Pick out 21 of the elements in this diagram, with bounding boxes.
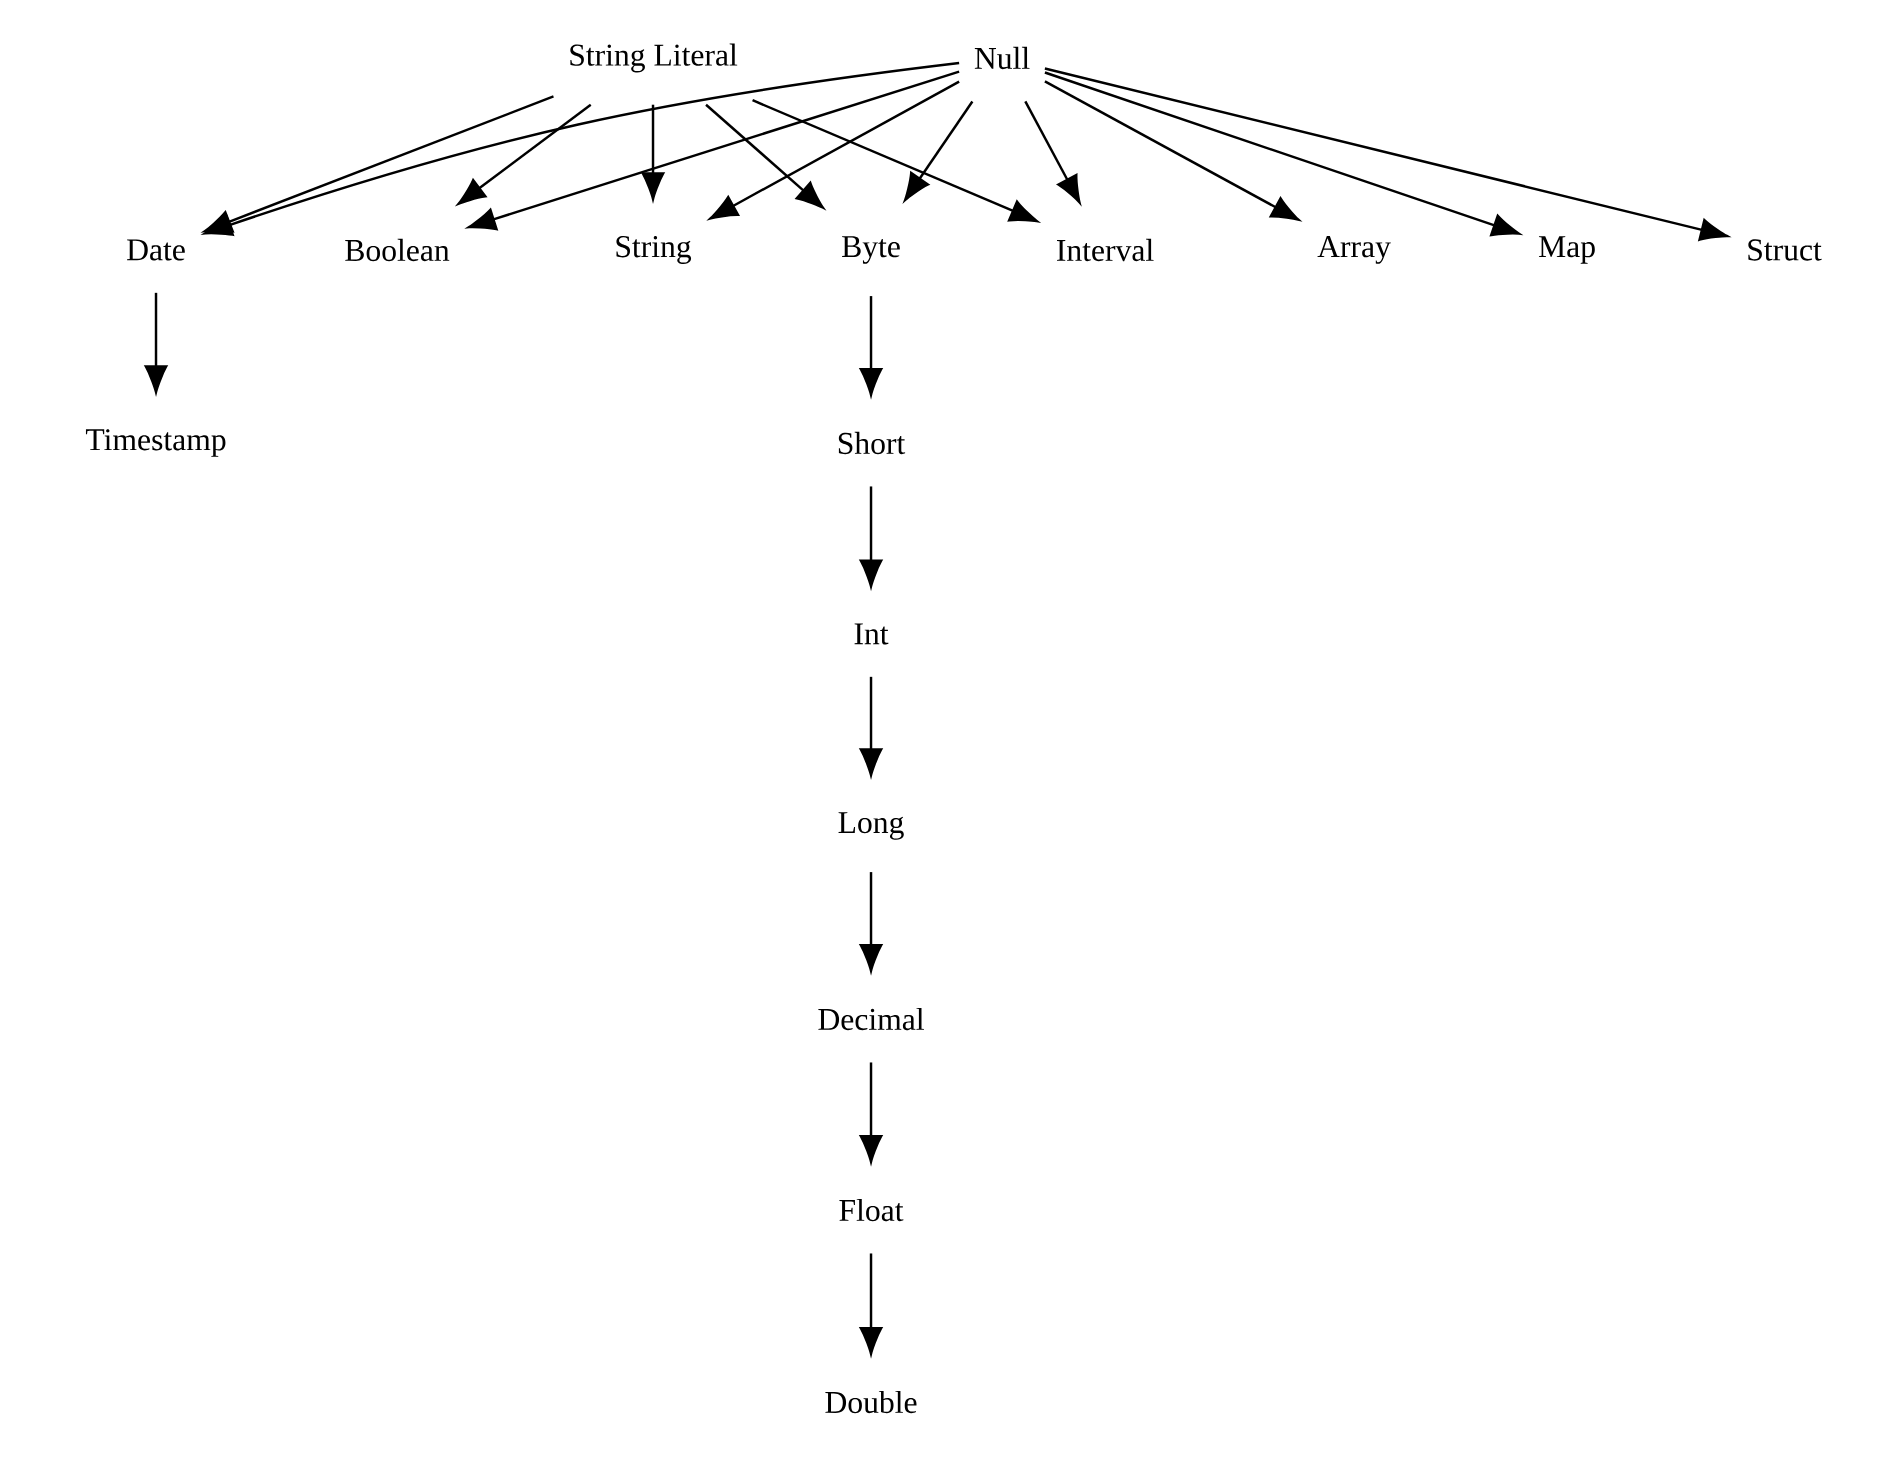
type-label: Short bbox=[838, 431, 906, 455]
type-label: Timestamp bbox=[85, 429, 226, 457]
type-label: Date bbox=[127, 239, 185, 261]
arrow bbox=[144, 292, 168, 394]
type-label: Long bbox=[838, 812, 904, 840]
arrow bbox=[1044, 80, 1300, 221]
type-label: Float bbox=[839, 1198, 904, 1222]
type-label: Array bbox=[1317, 236, 1391, 264]
type-label: Byte bbox=[842, 236, 900, 264]
type-label: Interval bbox=[1057, 238, 1154, 262]
arrow bbox=[1024, 100, 1081, 204]
type-label: Null bbox=[974, 46, 1030, 70]
type-label: Int bbox=[854, 623, 889, 645]
type-label: Decimal bbox=[818, 1007, 924, 1031]
type-label: String bbox=[616, 236, 692, 264]
arrow bbox=[859, 486, 883, 588]
arrow bbox=[859, 676, 883, 777]
type-label: Map bbox=[1539, 236, 1595, 264]
type-label: Struct bbox=[1748, 239, 1822, 261]
type-label: Boolean bbox=[345, 238, 450, 262]
type-label: Double bbox=[825, 1390, 917, 1414]
